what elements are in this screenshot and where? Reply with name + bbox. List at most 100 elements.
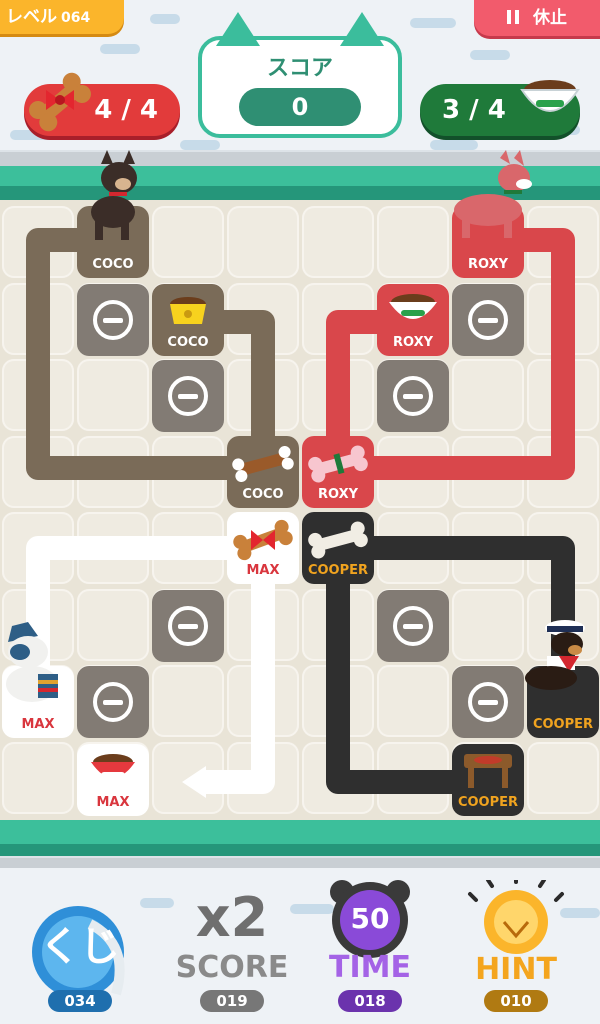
coco-bowl-label: COCO: [167, 335, 209, 350]
bowls-counter-value: 3 / 4: [442, 95, 506, 125]
score-value: 0: [239, 88, 361, 126]
cooper-bowl-label: COOPER: [457, 795, 519, 810]
minus-icon: [393, 376, 433, 416]
board-cell[interactable]: [377, 206, 449, 278]
coco-dog-label: COCO: [92, 257, 134, 272]
blocked-tile: [152, 360, 224, 432]
time-count: 018: [338, 990, 402, 1012]
board-cell[interactable]: [152, 206, 224, 278]
coco-dog-tile[interactable]: COCO: [77, 150, 149, 278]
cooper-dog-tile[interactable]: COOPER: [525, 620, 599, 738]
board-cell[interactable]: [302, 206, 374, 278]
pause-label: 休止: [533, 8, 567, 28]
yellow-bowl-icon: [170, 297, 206, 324]
bottom-rail: [0, 820, 600, 844]
board-cell[interactable]: [2, 741, 74, 814]
pink-bone-icon: [308, 445, 368, 483]
green-bowl-icon: [389, 294, 437, 319]
blocked-tile: [77, 666, 149, 738]
level-number: 064: [61, 10, 91, 26]
hint-button[interactable]: HINT 010: [456, 880, 576, 1020]
max-bowl-tile[interactable]: MAX: [77, 744, 149, 816]
coco-bowl-tile[interactable]: COCO: [152, 284, 224, 356]
minus-icon: [468, 682, 508, 722]
score-x2-button[interactable]: x2 SCORE 019: [172, 880, 292, 1020]
level-label: レベル: [6, 7, 57, 27]
blocked-tile: [77, 284, 149, 356]
time-label: TIME: [329, 950, 411, 985]
hint-count: 010: [484, 990, 548, 1012]
cooper-bowl-tile[interactable]: COOPER: [452, 744, 524, 816]
coco-bone-label: COCO: [242, 487, 284, 502]
cooper-bone-tile[interactable]: COOPER: [302, 512, 374, 584]
roxy-bowl-tile[interactable]: ROXY: [377, 284, 449, 356]
roxy-bone-label: ROXY: [317, 487, 359, 502]
blocked-tile: [152, 590, 224, 662]
minus-icon: [393, 606, 433, 646]
cat-ear-left: [216, 12, 260, 46]
board-cell[interactable]: [77, 359, 149, 431]
minus-icon: [93, 300, 133, 340]
minus-icon: [168, 376, 208, 416]
board-cell[interactable]: [77, 588, 149, 661]
roxy-bone-tile[interactable]: ROXY: [302, 436, 374, 508]
pause-icon: [507, 10, 519, 24]
score-boost-multiplier: x2: [195, 886, 269, 949]
roxy-dog-label: ROXY: [467, 257, 509, 272]
bone-bow-icon: [29, 72, 91, 132]
max-bone-label: MAX: [246, 563, 280, 578]
minus-icon: [168, 606, 208, 646]
blocked-tile: [452, 666, 524, 738]
max-dog-label: MAX: [21, 717, 55, 732]
time-bonus-value: 50: [350, 902, 390, 935]
score-boost-label: SCORE: [175, 950, 289, 985]
score-panel: スコア 0: [198, 12, 402, 138]
pause-button[interactable]: 休止: [474, 0, 600, 36]
black-dog-icon: [91, 150, 137, 240]
top-rail-shadow: [0, 186, 600, 200]
rawhide-bone-icon: [232, 446, 294, 482]
bones-counter-value: 4 / 4: [94, 95, 158, 125]
minus-icon: [468, 300, 508, 340]
kuji-label: くじ: [40, 924, 120, 970]
blocked-tile: [377, 360, 449, 432]
food-bowl-icon: [520, 80, 580, 112]
roxy-bowl-label: ROXY: [392, 335, 434, 350]
raised-bowl-icon: [464, 754, 512, 788]
score-boost-count: 019: [200, 990, 264, 1012]
kuji-ball-icon: [32, 906, 125, 998]
red-bow-bone-icon: [233, 519, 293, 561]
board-cell[interactable]: [377, 665, 449, 737]
max-bowl-label: MAX: [96, 795, 130, 810]
board-cell[interactable]: [452, 359, 524, 431]
board-cell[interactable]: [227, 206, 299, 278]
kuji-count: 034: [48, 990, 112, 1012]
cooper-dog-label: COOPER: [532, 717, 594, 732]
blocked-tile: [377, 590, 449, 662]
corgi-icon: [454, 150, 532, 238]
blocked-tile: [452, 284, 524, 356]
time-button[interactable]: 50 TIME 018: [310, 880, 430, 1020]
max-bone-tile[interactable]: MAX: [227, 512, 299, 584]
kuji-button[interactable]: くじ 034: [20, 880, 140, 1020]
board-cell[interactable]: [152, 665, 224, 737]
board-cell[interactable]: [452, 588, 524, 661]
alarm-clock-icon: [330, 880, 410, 958]
bottom-rail-shadow: [0, 844, 600, 858]
white-bone-icon: [308, 521, 368, 559]
roxy-dog-tile[interactable]: ROXY: [452, 150, 532, 278]
cooper-bone-label: COOPER: [307, 563, 369, 578]
hint-label: HINT: [475, 952, 557, 987]
coco-bone-tile[interactable]: COCO: [227, 436, 299, 508]
light-bulb-icon: [468, 880, 564, 954]
cat-ear-right: [340, 12, 384, 46]
score-label: スコア: [266, 56, 333, 81]
sailor-dachshund-icon: [525, 620, 585, 690]
board-cell[interactable]: [527, 741, 599, 814]
minus-icon: [93, 682, 133, 722]
husky-in-sweater-icon: [6, 622, 58, 702]
top-rail: [0, 166, 600, 186]
red-bowl-icon: [91, 754, 135, 778]
max-dog-tile[interactable]: MAX: [2, 622, 74, 738]
